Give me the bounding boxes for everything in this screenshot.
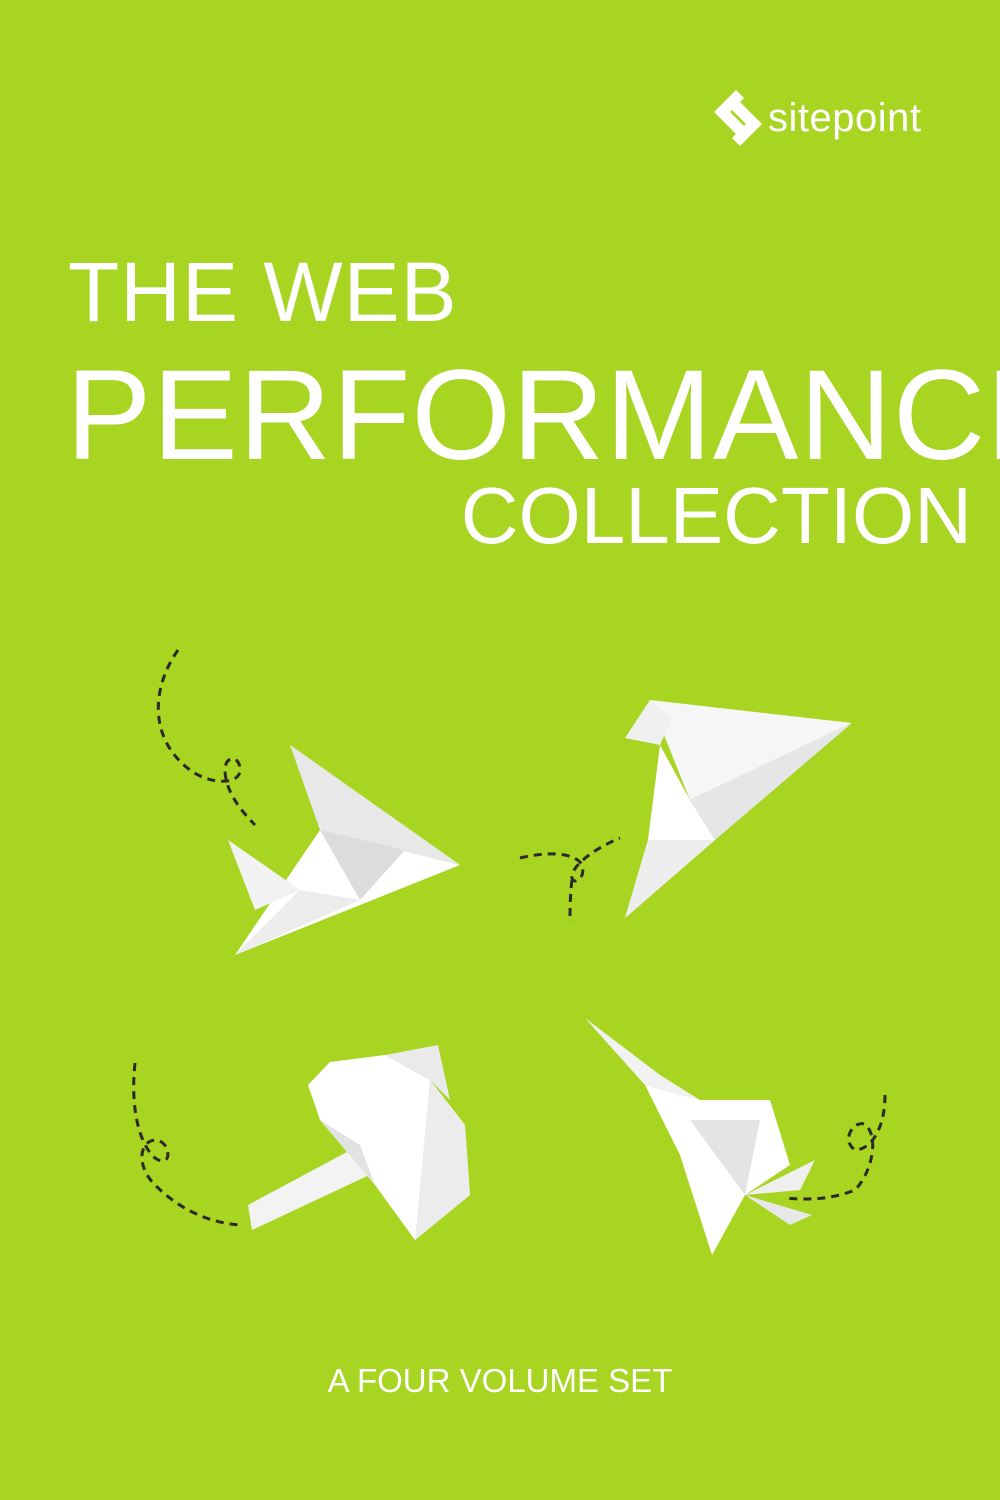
paper-plane-icon (519, 700, 852, 923)
paper-plane-icon (132, 1045, 470, 1240)
title-line-1: THE WEB (68, 245, 458, 339)
paper-plane-icon (156, 649, 460, 955)
paper-plane-icon (585, 1018, 887, 1255)
title-line-3: COLLECTION (460, 471, 972, 560)
brand-name: sitepoint (768, 96, 922, 140)
paper-planes-illustration (132, 649, 887, 1255)
brand-logo: sitepoint (714, 88, 921, 148)
title-line-2: PERFORMANCE (66, 344, 1000, 487)
subtitle: A FOUR VOLUME SET (327, 1362, 673, 1399)
sitepoint-logo-icon (714, 90, 762, 146)
